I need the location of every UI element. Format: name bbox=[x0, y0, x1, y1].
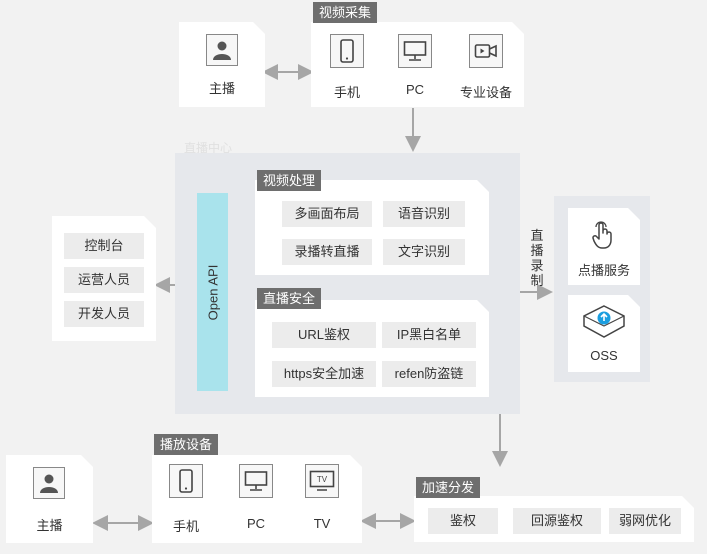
console-card: 控制台 运营人员 开发人员 bbox=[52, 216, 156, 341]
oss-card: OSS bbox=[568, 295, 640, 372]
playback-pc: PC bbox=[234, 464, 278, 531]
anchor-card-top: 主播 bbox=[179, 22, 265, 107]
anchor-card-bottom: 主播 bbox=[6, 455, 93, 543]
speech-recognition: 语音识别 bbox=[383, 201, 465, 227]
vod-service-card: 点播服务 bbox=[568, 208, 640, 285]
live-recording-char: 制 bbox=[530, 273, 544, 288]
cdn-card: 鉴权 回源鉴权 弱网优化 bbox=[414, 496, 694, 542]
live-recording-text: 直播录制 bbox=[529, 228, 545, 288]
playback-phone: 手机 bbox=[164, 464, 208, 535]
oss-icon bbox=[582, 304, 626, 345]
https-acceleration: https安全加速 bbox=[272, 361, 376, 387]
phone-icon bbox=[330, 34, 364, 68]
ip-blacklist: IP黑白名单 bbox=[382, 322, 476, 348]
monitor-icon bbox=[239, 464, 273, 498]
phone-label: 手机 bbox=[333, 85, 360, 100]
open-api-bar: Open API bbox=[197, 193, 228, 391]
live-security-title: 直播安全 bbox=[257, 288, 322, 309]
video-processing-card: 多画面布局 语音识别 录播转直播 文字识别 bbox=[255, 180, 489, 275]
vod-service-label: 点播服务 bbox=[577, 263, 630, 278]
pc-device: PC bbox=[393, 34, 437, 97]
pro-device: 专业设备 bbox=[453, 34, 519, 101]
playback-phone-label: 手机 bbox=[172, 519, 199, 534]
person-icon bbox=[33, 467, 65, 499]
cdn-origin-auth: 回源鉴权 bbox=[513, 508, 601, 534]
cdn-auth: 鉴权 bbox=[428, 508, 498, 534]
pro-device-label: 专业设备 bbox=[459, 85, 512, 100]
playback-tv: TV TV bbox=[300, 464, 344, 531]
phone-icon bbox=[169, 464, 203, 498]
camera-icon bbox=[469, 34, 503, 68]
cdn-title: 加速分发 bbox=[416, 477, 481, 498]
live-recording-char: 直 bbox=[530, 228, 544, 243]
person-icon bbox=[206, 34, 238, 66]
touch-icon bbox=[590, 220, 616, 255]
live-recording-label: 直播录制 bbox=[529, 228, 545, 288]
multi-screen-layout: 多画面布局 bbox=[282, 201, 372, 227]
playback-title: 播放设备 bbox=[154, 434, 219, 455]
url-auth: URL鉴权 bbox=[272, 322, 376, 348]
tv-icon: TV bbox=[305, 464, 339, 498]
operator-item: 运营人员 bbox=[64, 267, 144, 293]
record-to-live: 录播转直播 bbox=[282, 239, 372, 265]
cdn-weak-network: 弱网优化 bbox=[609, 508, 681, 534]
playback-pc-label: PC bbox=[246, 516, 266, 531]
referer-protection: refen防盗链 bbox=[382, 361, 476, 387]
live-recording-char: 录 bbox=[530, 258, 544, 273]
monitor-icon bbox=[398, 34, 432, 68]
console-item: 控制台 bbox=[64, 233, 144, 259]
phone-device: 手机 bbox=[325, 34, 369, 101]
faded-center-label: 直播中心 bbox=[184, 141, 233, 155]
oss-label: OSS bbox=[590, 348, 618, 363]
playback-card: 手机 PC TV TV bbox=[152, 455, 362, 543]
live-recording-char: 播 bbox=[530, 243, 544, 258]
svg-text:TV: TV bbox=[317, 475, 328, 484]
video-processing-title: 视频处理 bbox=[257, 170, 322, 191]
anchor-label-bottom: 主播 bbox=[36, 518, 63, 533]
text-recognition: 文字识别 bbox=[383, 239, 465, 265]
playback-tv-label: TV bbox=[313, 516, 331, 531]
anchor-label-top: 主播 bbox=[208, 81, 235, 96]
open-api-label: Open API bbox=[205, 264, 220, 320]
pc-label: PC bbox=[405, 82, 425, 97]
live-security-card: URL鉴权 IP黑白名单 https安全加速 refen防盗链 bbox=[255, 300, 489, 397]
video-capture-title: 视频采集 bbox=[313, 2, 378, 23]
developer-item: 开发人员 bbox=[64, 301, 144, 327]
video-capture-card: 手机 PC 专业设备 bbox=[311, 22, 524, 107]
